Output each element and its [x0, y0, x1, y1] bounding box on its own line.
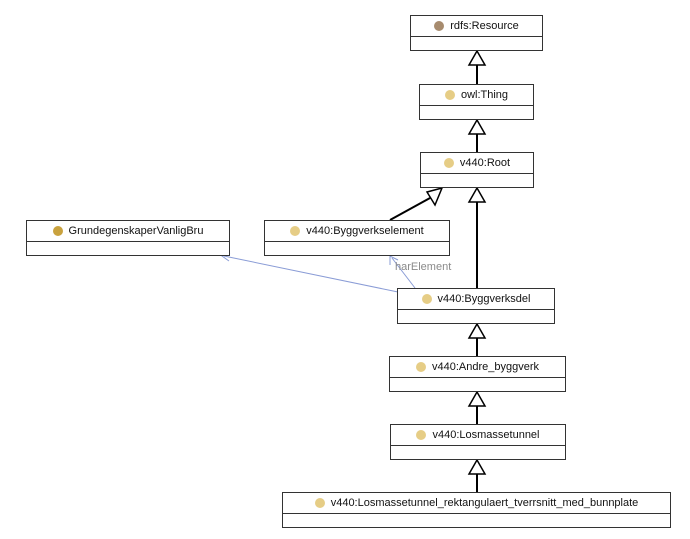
relation-edge-harelement — [389, 255, 416, 289]
class-label: owl:Thing — [460, 89, 509, 101]
relation-edge-grundegenskaper — [220, 252, 399, 293]
class-label: v440:Byggverksdel — [437, 293, 531, 305]
class-icon — [421, 294, 432, 304]
inheritance-edge-root-thing — [467, 118, 487, 152]
class-node-byggverkselement[interactable]: v440:Byggverkselement — [264, 220, 450, 256]
class-label: v440:Losmassetunnel_rektangulaert_tverrs… — [330, 497, 639, 509]
class-icon — [314, 498, 325, 508]
class-node-owl-thing[interactable]: owl:Thing — [419, 84, 534, 120]
class-node-andre-byggverk[interactable]: v440:Andre_byggverk — [389, 356, 566, 392]
inheritance-edge-byggverkselement-root — [389, 186, 444, 221]
class-icon — [290, 226, 301, 236]
inheritance-edge-byggverksdel-root — [467, 186, 487, 288]
class-label: v440:Byggverkselement — [306, 225, 424, 237]
class-node-losmassetunnel[interactable]: v440:Losmassetunnel — [390, 424, 566, 460]
class-node-rdfs-resource[interactable]: rdfs:Resource — [410, 15, 543, 51]
class-label: rdfs:Resource — [450, 20, 519, 32]
inheritance-edge-thing-resource — [467, 49, 487, 84]
class-icon — [444, 90, 455, 100]
external-class-icon — [52, 226, 63, 236]
inheritance-edge-andre-byggverksdel — [467, 322, 487, 356]
class-label: v440:Root — [459, 157, 511, 169]
class-icon — [416, 430, 427, 440]
class-icon — [415, 362, 426, 372]
inheritance-edge-rekt-losmassetunnel — [467, 458, 487, 492]
resource-class-icon — [434, 21, 445, 31]
class-icon — [443, 158, 454, 168]
class-label: v440:Losmassetunnel — [432, 429, 540, 441]
class-node-losmassetunnel-rektangulaert[interactable]: v440:Losmassetunnel_rektangulaert_tverrs… — [282, 492, 671, 528]
inheritance-edge-losmassetunnel-andre — [467, 390, 487, 424]
edge-label-harelement: harElement — [395, 261, 452, 273]
class-node-root[interactable]: v440:Root — [420, 152, 534, 188]
class-node-grundegenskaper[interactable]: GrundegenskaperVanligBru — [26, 220, 230, 256]
class-node-byggverksdel[interactable]: v440:Byggverksdel — [397, 288, 555, 324]
class-label: v440:Andre_byggverk — [431, 361, 539, 373]
class-label: GrundegenskaperVanligBru — [68, 225, 204, 237]
